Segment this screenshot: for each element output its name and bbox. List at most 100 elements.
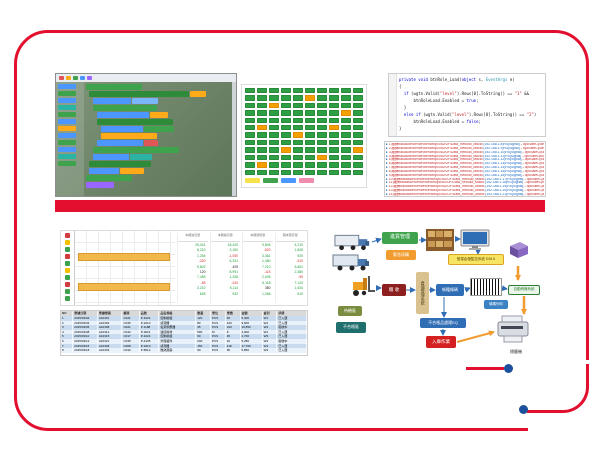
flow-arrow bbox=[456, 330, 495, 343]
row-status-icon bbox=[65, 247, 70, 252]
number-value: 18,420 bbox=[227, 243, 238, 247]
row-status-icon bbox=[65, 289, 70, 294]
status-cell bbox=[341, 102, 351, 109]
status-cell bbox=[305, 117, 315, 124]
number-value: 920 bbox=[297, 253, 303, 258]
log-screenshot: ▸1.廠牌baud84e9ce9ce9ce9ceopc052/UF/Data_R… bbox=[384, 141, 546, 197]
table-cell: PCS bbox=[211, 325, 226, 330]
log-text: →dpcSafeCpuInfoSylnkTcAscii_Mdcio: bbox=[523, 189, 544, 193]
code-token: private void bbox=[399, 77, 428, 82]
status-cell bbox=[317, 117, 327, 124]
status-cell bbox=[305, 162, 315, 168]
block-row bbox=[93, 98, 230, 104]
table-header-cell: 品名規格 bbox=[159, 311, 197, 316]
table-cell: 4,000 bbox=[241, 329, 263, 335]
table-cell: C021 bbox=[122, 316, 140, 321]
status-cell bbox=[245, 125, 255, 131]
number-value: 1,208 bbox=[229, 275, 239, 280]
table-cell: W2 bbox=[263, 338, 278, 344]
warehouse-rack-icon bbox=[426, 229, 454, 251]
table-cell: 35 bbox=[196, 325, 212, 330]
code-block bbox=[93, 154, 129, 160]
table-cell: 17,700 bbox=[241, 343, 263, 349]
status-cell bbox=[269, 102, 279, 109]
number-value: 2,150 bbox=[229, 248, 239, 253]
status-cell bbox=[353, 125, 363, 131]
status-cell bbox=[281, 95, 291, 101]
status-cell bbox=[293, 110, 303, 116]
column-header: 期末庫存量 bbox=[275, 233, 305, 242]
status-cell bbox=[245, 154, 255, 161]
status-cell bbox=[341, 125, 351, 131]
status-cell bbox=[305, 132, 315, 138]
log-text: →dpcSafeCpuInfoSylnkTcAscii_Mdcio: bbox=[521, 154, 544, 158]
flow-node: 條碼列印 bbox=[484, 300, 508, 309]
log-arrow-icon: ▸ bbox=[386, 150, 388, 154]
block-row bbox=[101, 126, 230, 132]
table-header-cell: 狀態 bbox=[277, 311, 307, 316]
status-cell bbox=[317, 162, 327, 168]
log-text: →dpcSafeCpuInfoSylnkTcAscii_Mdcio: bbox=[521, 150, 544, 154]
table-cell: C035 bbox=[122, 320, 140, 326]
code-token: else if bbox=[399, 112, 421, 117]
code-token: "level" bbox=[439, 91, 457, 96]
table-cell: 已入庫 bbox=[277, 320, 307, 326]
status-cell bbox=[305, 154, 315, 161]
status-cell bbox=[281, 139, 291, 146]
status-cell bbox=[317, 132, 327, 138]
number-value: 6,118 bbox=[262, 280, 271, 285]
log-text: →dpcSafeCpuInfoSylnkTcAscii_Mdcio: bbox=[521, 169, 544, 173]
table-cell: 45 bbox=[226, 316, 241, 321]
log-row: ▸4.廠牌baud84e9ce9ce9ce9ceopc052/UF/Data_R… bbox=[386, 155, 544, 159]
table-cell: W3 bbox=[263, 348, 278, 353]
row-status-icon bbox=[65, 254, 70, 259]
table-cell: 驗收中 bbox=[277, 338, 307, 344]
number-value: 8,210 bbox=[197, 248, 206, 253]
table-cell: A10312 bbox=[98, 329, 123, 335]
status-cell bbox=[341, 110, 351, 116]
number-value: -320 bbox=[198, 259, 206, 264]
log-row: ▸5.廠牌baud84e9ce9ce9ce9ceopc052/UF/Data_R… bbox=[386, 158, 544, 162]
code-line: btnRoleLoad.Enabled = false; bbox=[399, 118, 543, 125]
code-editor-screenshot: private void btnRole_Load(object s, Even… bbox=[388, 73, 546, 137]
table-cell: 5,400 bbox=[241, 316, 263, 321]
flow-node: 待驗區 bbox=[338, 306, 362, 316]
scrollbar bbox=[232, 82, 236, 196]
code-token: "level" bbox=[452, 112, 469, 117]
number-value: -240 bbox=[231, 280, 238, 285]
log-text: (192.168.1.12)RS[Signal] bbox=[483, 158, 522, 162]
truck-icon bbox=[332, 254, 369, 271]
table-cell: 2015/03/12 bbox=[73, 338, 98, 344]
log-text: 11.廠牌baud84e9ce9ce9ce9ceopc052/UF/Data_R… bbox=[388, 181, 485, 185]
row-status-icon bbox=[65, 261, 70, 266]
log-arrow-icon: ▸ bbox=[386, 189, 388, 193]
status-cell bbox=[293, 132, 303, 138]
status-cell bbox=[269, 154, 279, 161]
block-editor-toolbar bbox=[56, 74, 236, 82]
code-token: } bbox=[399, 126, 402, 131]
status-cell bbox=[245, 132, 255, 138]
block-row bbox=[89, 168, 230, 174]
table-cell: P-1188 bbox=[140, 325, 160, 330]
table-cell: W2 bbox=[263, 325, 278, 330]
code-block bbox=[89, 168, 119, 174]
number-value: 9,845 bbox=[262, 243, 271, 247]
log-row: ▸13.廠牌baud84e9ce9ce9ce9ceopc052/UF/Data_… bbox=[386, 189, 544, 193]
flow-node: 不合格品處理EQ bbox=[420, 318, 466, 328]
table-cell: PCS bbox=[211, 334, 226, 339]
legend-chip bbox=[281, 178, 296, 183]
table-cell: 45 bbox=[226, 334, 241, 339]
status-cell bbox=[269, 147, 279, 153]
log-text: (192.168.1.13)RS[Signal] bbox=[483, 162, 522, 166]
code-block bbox=[101, 133, 157, 139]
table-cell: 7 bbox=[61, 343, 74, 349]
status-cell bbox=[329, 110, 339, 116]
table-cell: P-2210 bbox=[140, 320, 160, 326]
status-cell bbox=[329, 125, 339, 131]
status-cell bbox=[269, 139, 279, 146]
log-arrow-icon: ▸ bbox=[386, 181, 388, 185]
status-cell bbox=[257, 88, 267, 94]
